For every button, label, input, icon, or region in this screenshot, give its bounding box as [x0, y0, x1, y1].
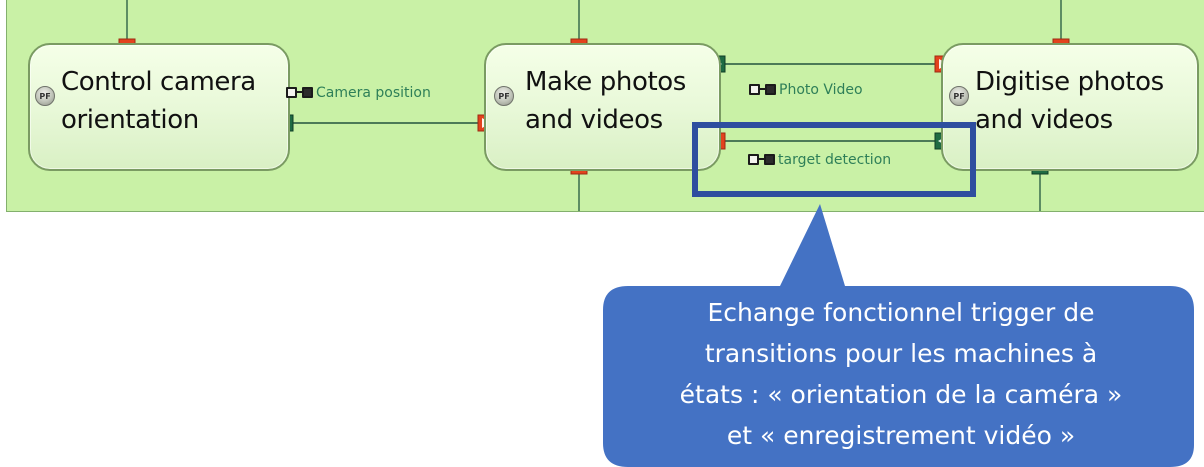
callout-line: transitions pour les machines à [704, 339, 1098, 368]
control-camera-orientation-function[interactable]: PF Control camera orientation [28, 43, 290, 171]
physical-function-icon: PF [494, 86, 514, 106]
target-detection-exchange-label[interactable]: target detection [748, 150, 891, 170]
digitise-photos-and-videos-title-line-2: and videos [975, 105, 1113, 135]
target-detection-highlight-frame [692, 122, 976, 197]
exchange-joint [295, 91, 304, 93]
callout-text: Echange fonctionnel trigger de transitio… [615, 292, 1187, 462]
exchange-joint [758, 88, 767, 90]
physical-function-icon: PF [35, 86, 55, 106]
digitise-photos-and-videos-title-line-1: Digitise photos [975, 67, 1164, 97]
callout-line: états : « orientation de la caméra » [679, 380, 1123, 409]
callout-line: et « enregistrement vidéo » [726, 421, 1076, 450]
exchange-joint [757, 158, 766, 160]
callout-line: Echange fonctionnel trigger de [707, 298, 1095, 327]
target-detection-label: target detection [778, 152, 892, 168]
make-photos-and-videos-function[interactable]: PF Make photos and videos [484, 43, 721, 171]
functional-exchange-icon [748, 152, 775, 168]
camera-position-exchange-label[interactable]: Camera position [286, 83, 431, 103]
digitise-photos-and-videos-function[interactable]: PF Digitise photos and videos [941, 43, 1199, 171]
camera-position-label: Camera position [316, 85, 431, 101]
vertical-connectors [126, 0, 1062, 211]
control-camera-orientation-title-line-1: Control camera [61, 67, 256, 97]
control-camera-orientation-title-line-2: orientation [61, 105, 199, 135]
make-photos-and-videos-title-line-1: Make photos [525, 67, 686, 97]
functional-exchange-lines [288, 63, 935, 142]
functional-exchange-icon [286, 85, 313, 101]
functional-exchange-icon [749, 82, 776, 98]
photo-video-label: Photo Video [779, 82, 863, 98]
make-photos-and-videos-title-line-2: and videos [525, 105, 663, 135]
photo-video-exchange-label[interactable]: Photo Video [749, 80, 863, 100]
physical-function-icon: PF [949, 86, 969, 106]
diagram-canvas: PF Control camera orientation PF Make ph… [6, 0, 1204, 212]
